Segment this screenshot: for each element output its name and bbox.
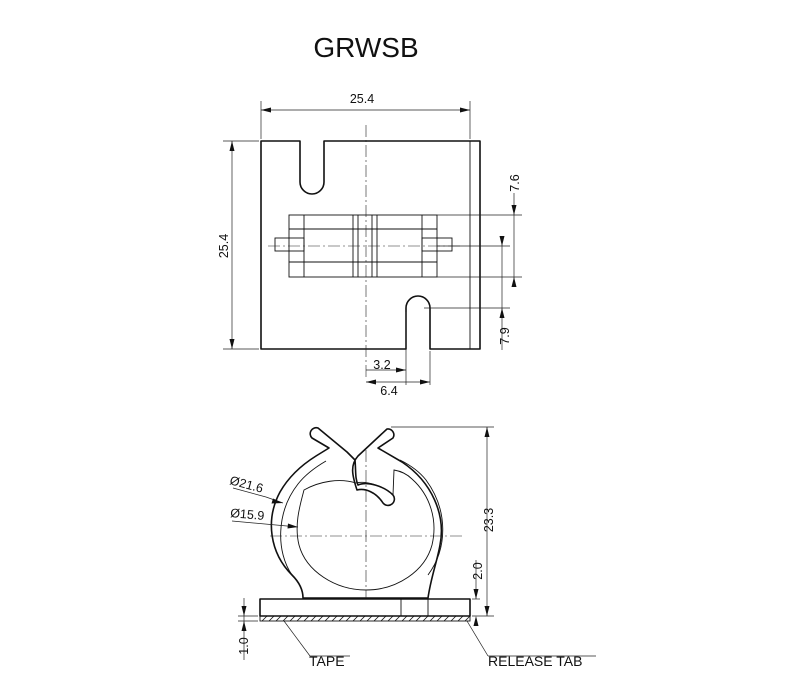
- tape-hatch-line: [443, 615, 450, 622]
- tape-hatch-line: [422, 615, 429, 622]
- tape-label: TAPE: [309, 653, 345, 669]
- tape-hatch-line: [345, 615, 352, 622]
- width-dimension-label: 25.4: [350, 92, 374, 106]
- top-view-body-outline: [260, 140, 481, 350]
- tape-hatch-line: [429, 615, 436, 622]
- tape-hatch-line: [450, 615, 457, 622]
- upper-slot-dimension: 7.6: [437, 174, 522, 287]
- slot-width-dimension-label: 6.4: [380, 384, 397, 398]
- tape-hatch-line: [387, 615, 394, 622]
- side-view: Ø21.6 Ø15.9 23.3 2.0: [228, 426, 596, 669]
- clip-ring-outline: [270, 426, 443, 599]
- tape-hatch-line: [338, 615, 345, 622]
- lower-slot-dimension-label: 7.9: [498, 327, 512, 344]
- inner-diameter-callout: Ø15.9: [230, 506, 299, 529]
- top-view: 25.4 25.4 7.6 7.9: [217, 92, 522, 398]
- tape-hatch-line: [317, 615, 324, 622]
- tape-hatch-line: [373, 615, 380, 622]
- tape-hatch-line: [408, 615, 415, 622]
- base-plate: [259, 598, 471, 617]
- tape-thickness-dimension: 1.0: [237, 598, 258, 660]
- tape-hatch-line: [436, 615, 443, 622]
- width-dimension: 25.4: [260, 92, 471, 139]
- tape-hatch-line: [401, 615, 408, 622]
- tape-callout: TAPE: [283, 620, 350, 669]
- tape-hatch-line: [415, 615, 422, 622]
- slot-bottom-dimensions: 3.2 6.4: [366, 312, 431, 398]
- tape-hatch-line: [268, 615, 275, 622]
- tape-hatch-line: [464, 615, 471, 622]
- tape-hatch-line: [296, 615, 303, 622]
- release-tab-label: RELEASE TAB: [488, 653, 582, 669]
- tape-hatch-line: [457, 615, 464, 622]
- inner-diameter-label: Ø15.9: [230, 506, 265, 523]
- tape-hatching: [261, 615, 471, 622]
- upper-slot-dimension-label: 7.6: [508, 174, 522, 191]
- tape-hatch-line: [275, 615, 282, 622]
- slot-offset-dimension-label: 3.2: [373, 358, 390, 372]
- lower-slot-dimension: 7.9: [424, 236, 512, 350]
- clip-height-dimension-label: 23.3: [482, 508, 496, 532]
- tape-hatch-line: [282, 615, 289, 622]
- tape-hatch-line: [394, 615, 401, 622]
- tape-hatch-line: [331, 615, 338, 622]
- clip-height-dimension: 23.3: [391, 426, 496, 617]
- base-height-dimension-label: 2.0: [471, 562, 485, 579]
- height-dimension-label: 25.4: [217, 234, 231, 258]
- spring-wall-line: [280, 460, 327, 576]
- tape-hatch-line: [380, 615, 387, 622]
- height-dimension: 25.4: [217, 140, 259, 350]
- tape-hatch-line: [366, 615, 373, 622]
- release-tab-callout: RELEASE TAB: [466, 620, 596, 669]
- outer-diameter-callout: Ø21.6: [228, 473, 284, 504]
- spring-wall-line-right: [399, 459, 444, 576]
- base-height-dimension: 2.0: [471, 560, 485, 626]
- tape-hatch-line: [324, 615, 331, 622]
- tape-hatch-line: [289, 615, 296, 622]
- tape-hatch-line: [359, 615, 366, 622]
- drawing-title: GRWSB: [313, 32, 418, 63]
- tape-hatch-line: [310, 615, 317, 622]
- tape-hatch-line: [303, 615, 310, 622]
- tape-hatch-line: [352, 615, 359, 622]
- tape-thickness-dimension-label: 1.0: [237, 637, 251, 654]
- outer-diameter-label: Ø21.6: [228, 473, 265, 495]
- tape-hatch-line: [261, 615, 268, 622]
- inner-hole-outline: [296, 469, 435, 591]
